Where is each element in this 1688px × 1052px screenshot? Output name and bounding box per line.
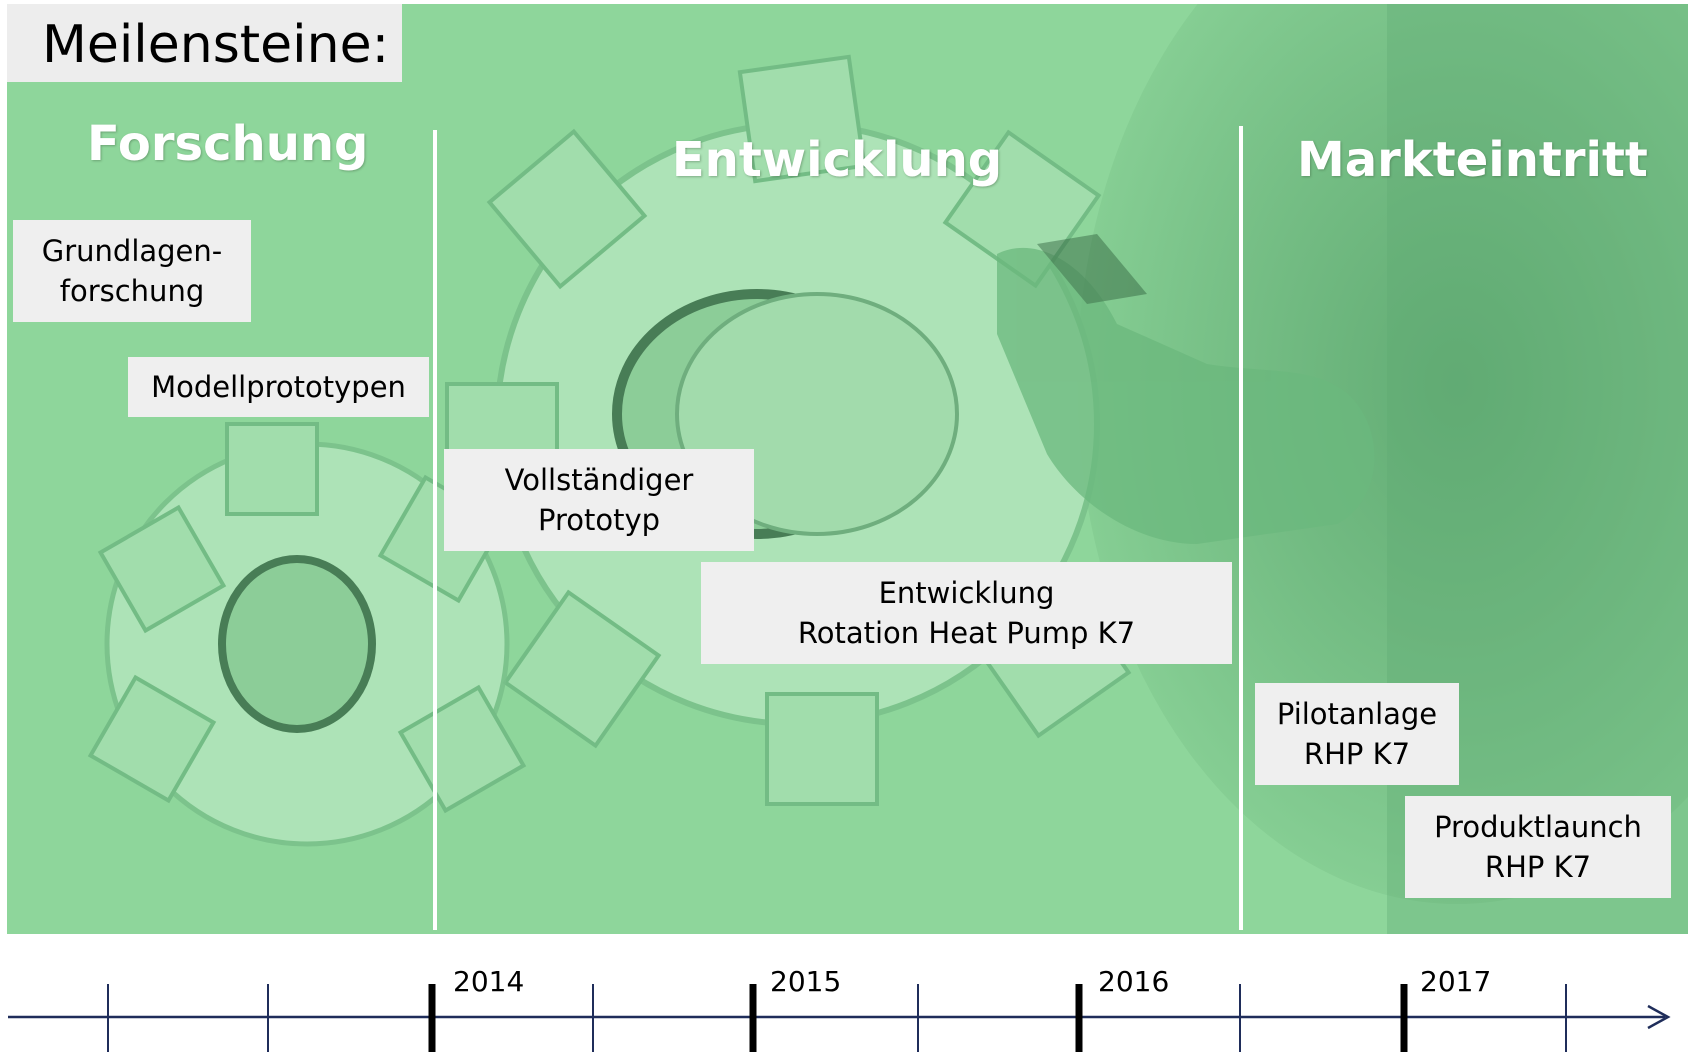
milestone-line: Prototyp bbox=[537, 503, 661, 537]
milestone-model-prototypes: Modellprototypen bbox=[128, 357, 429, 417]
milestone-basic-research: Grundlagen- forschung bbox=[13, 220, 251, 322]
axis-arrow-icon bbox=[1647, 1004, 1671, 1030]
year-label-2016: 2016 bbox=[1098, 965, 1169, 998]
year-ticks bbox=[428, 984, 1408, 1052]
milestone-pilot-plant: Pilotanlage RHP K7 bbox=[1255, 683, 1459, 785]
person-silhouette bbox=[1077, 4, 1688, 904]
year-label-2015: 2015 bbox=[770, 965, 841, 998]
minor-ticks bbox=[107, 984, 1567, 1052]
milestone-line: RHP K7 bbox=[1484, 850, 1592, 884]
milestones-panel: Forschung Entwicklung Markteintritt Grun… bbox=[7, 4, 1688, 934]
milestone-line: Modellprototypen bbox=[151, 370, 406, 404]
year-label-2017: 2017 bbox=[1420, 965, 1491, 998]
milestone-line: RHP K7 bbox=[1303, 737, 1411, 771]
milestone-line: Grundlagen- bbox=[41, 234, 223, 268]
phase-development: Entwicklung bbox=[671, 132, 1003, 188]
phase-market: Markteintritt bbox=[1297, 132, 1648, 188]
milestone-full-prototype: Vollständiger Prototyp bbox=[444, 449, 754, 551]
phase-research: Forschung bbox=[87, 116, 369, 172]
milestone-line: Produktlaunch bbox=[1434, 810, 1642, 844]
milestone-product-launch: Produktlaunch RHP K7 bbox=[1405, 796, 1671, 898]
milestone-line: Pilotanlage bbox=[1276, 697, 1438, 731]
timeline-axis: 2014 2015 2016 2017 bbox=[8, 965, 1671, 1052]
small-gear-icon bbox=[87, 422, 527, 847]
milestone-line: Vollständiger bbox=[504, 463, 694, 497]
milestone-line: Entwicklung bbox=[878, 576, 1055, 610]
year-label-2014: 2014 bbox=[453, 965, 524, 998]
page-title: Meilensteine: bbox=[7, 4, 402, 82]
divider-development-market bbox=[1239, 126, 1243, 930]
hand-icon bbox=[997, 234, 1375, 544]
milestone-line: Rotation Heat Pump K7 bbox=[797, 616, 1136, 650]
divider-research-development bbox=[433, 130, 437, 930]
milestone-line: forschung bbox=[59, 274, 205, 308]
milestone-development-rhp: Entwicklung Rotation Heat Pump K7 bbox=[701, 562, 1232, 664]
